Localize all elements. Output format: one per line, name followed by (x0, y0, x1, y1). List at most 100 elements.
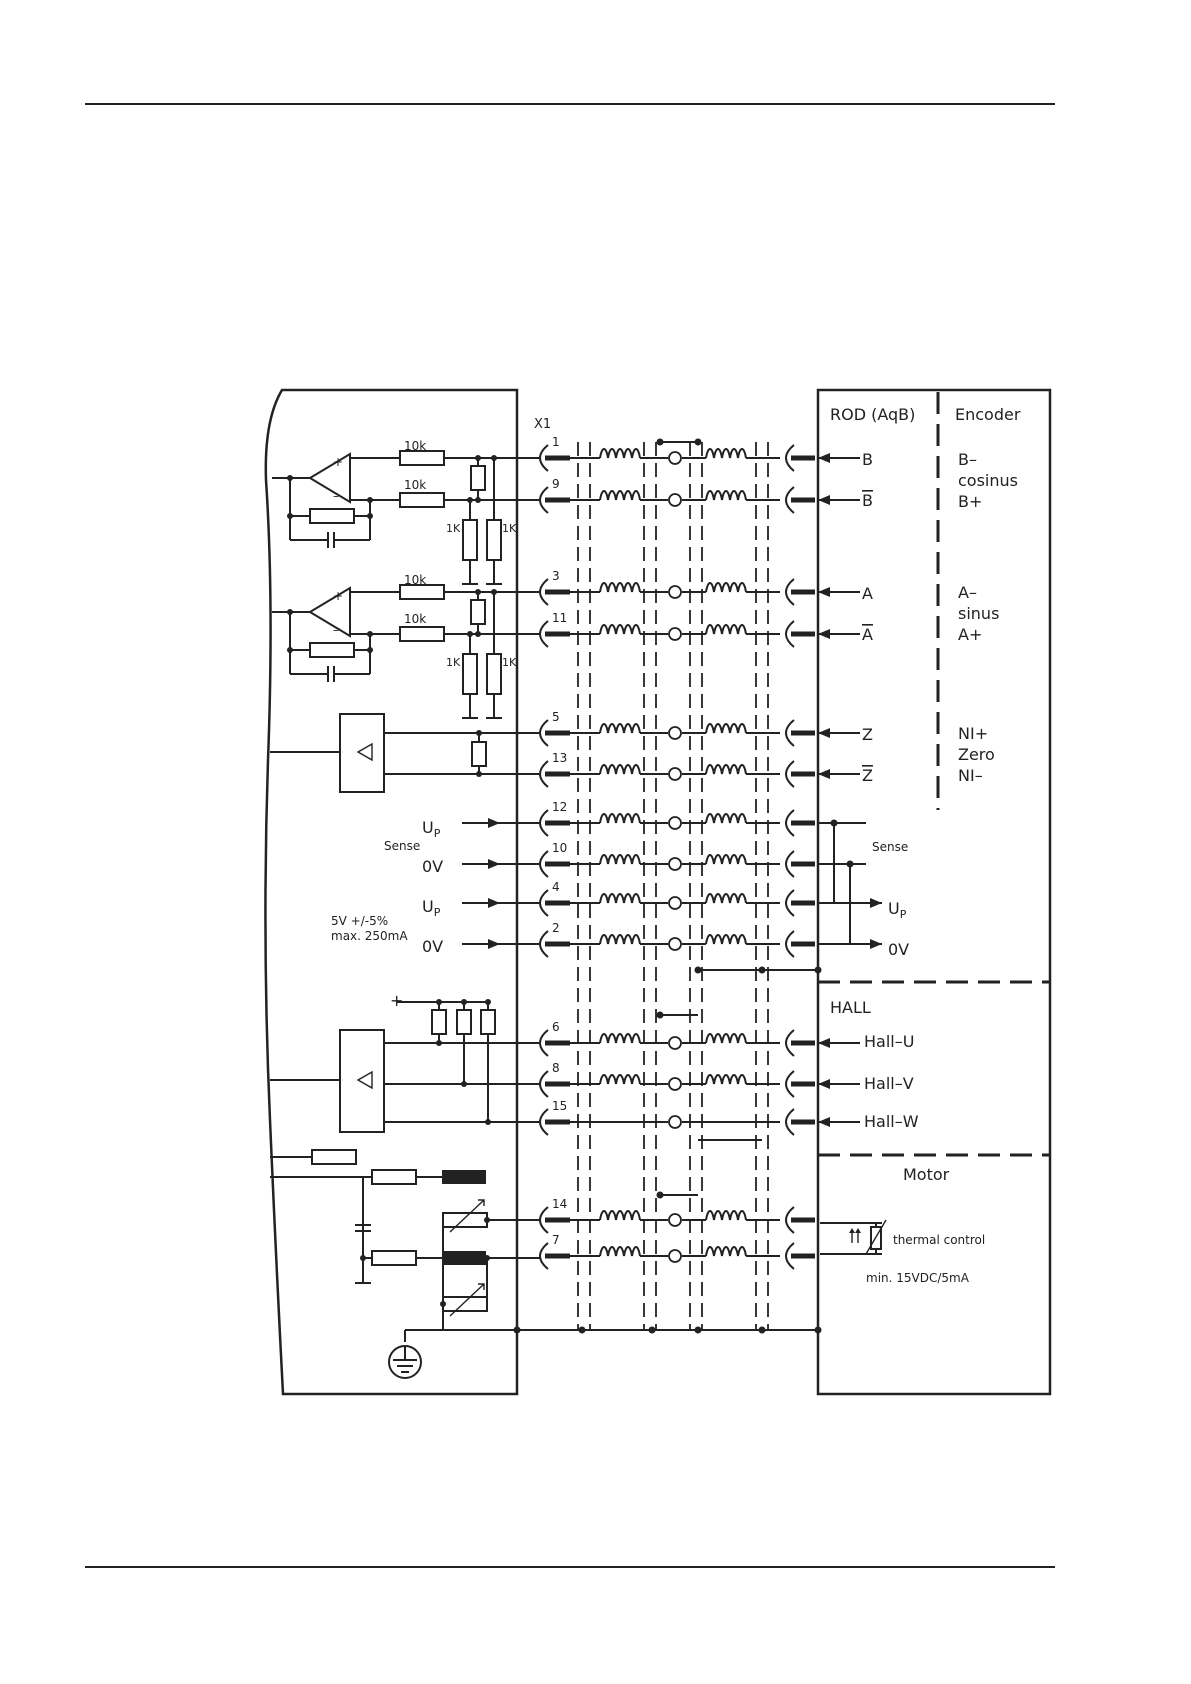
junction (461, 999, 467, 1005)
signal-z: Z (862, 725, 873, 744)
pin-number: 13 (552, 751, 567, 765)
pullup-resistor (457, 1010, 471, 1034)
signal-z-bar: Z (862, 766, 873, 785)
hall-receiver-symbol (358, 1072, 372, 1088)
arrow (488, 859, 500, 869)
right-up-sub: P (900, 908, 907, 921)
hall-label: HALL (830, 998, 871, 1017)
resistor-1k-3: 1K (446, 656, 461, 669)
resistor (471, 600, 485, 624)
twist-right (706, 724, 746, 733)
signal-b: B (862, 450, 873, 469)
resistor (463, 520, 477, 560)
resistor (487, 654, 501, 694)
junction (847, 861, 854, 868)
twist-left (600, 625, 640, 634)
junction (287, 475, 293, 481)
thermistor-icon (820, 1220, 886, 1254)
junction (367, 647, 373, 653)
junction (475, 455, 481, 461)
resistor (463, 654, 477, 694)
up-sense-symbol: U (422, 818, 434, 837)
junction (657, 1012, 664, 1019)
right-up-symbol: U (888, 899, 900, 918)
b-plus-label: B+ (958, 492, 982, 511)
ov-sense-label: 0V (422, 857, 443, 876)
junction (491, 455, 497, 461)
z-receiver-symbol (358, 744, 372, 760)
junction (287, 513, 293, 519)
resistor (310, 509, 354, 523)
terminal-ring (669, 1250, 681, 1262)
pin-number: 10 (552, 841, 567, 855)
rod-label: ROD (AqB) (830, 405, 915, 424)
twist-right (706, 765, 746, 774)
arrow (818, 495, 830, 505)
junction (484, 1217, 490, 1223)
twist-left (600, 1075, 640, 1084)
junction (484, 1255, 490, 1261)
ni-minus-label: NI– (958, 766, 983, 785)
supply-current-label: max. 250mA (331, 929, 408, 943)
supply-plus-label: + (390, 991, 403, 1010)
twist-left (600, 491, 640, 500)
twist-left (600, 855, 640, 864)
twist-left (600, 583, 640, 592)
twist-right (706, 855, 746, 864)
pin-number: 11 (552, 611, 567, 625)
pin-number: 8 (552, 1061, 560, 1075)
zero-label: Zero (958, 745, 995, 764)
junction (476, 771, 482, 777)
junction (287, 647, 293, 653)
pullup-resistor (481, 1010, 495, 1034)
junction (759, 967, 766, 974)
terminal-ring (669, 727, 681, 739)
twist-right (706, 1034, 746, 1043)
resistor-10k-4: 10k (404, 612, 426, 626)
signal-a: A (862, 584, 873, 603)
minus-sign: – (333, 623, 339, 637)
choke (442, 1251, 486, 1265)
pin-number: 15 (552, 1099, 567, 1113)
resistor (400, 627, 444, 641)
twist-right (706, 1211, 746, 1220)
right-ov-label: 0V (888, 940, 909, 959)
twist-right (706, 449, 746, 458)
junction (461, 1081, 467, 1087)
arrow (488, 818, 500, 828)
pin-number: 7 (552, 1233, 560, 1247)
terminal-ring (669, 817, 681, 829)
arrow (818, 453, 830, 463)
up-sense-sub: P (434, 827, 441, 840)
junction (831, 820, 838, 827)
arrow (818, 728, 830, 738)
comparator (310, 454, 350, 502)
pin-number: 3 (552, 569, 560, 583)
junction (815, 1327, 822, 1334)
choke (442, 1170, 486, 1184)
junction (514, 1327, 521, 1334)
var-resistor (443, 1213, 487, 1227)
hall-receiver-box (340, 1030, 384, 1132)
resistor-1k-2: 1K (502, 522, 517, 535)
terminal-ring (669, 1116, 681, 1128)
terminal-ring (669, 897, 681, 909)
plus-sign: + (333, 589, 343, 603)
junction (440, 1301, 446, 1307)
resistor (400, 493, 444, 507)
pin-number: 9 (552, 477, 560, 491)
twist-left (600, 894, 640, 903)
resistor (372, 1251, 416, 1265)
terminal-ring (669, 1078, 681, 1090)
arrow (870, 939, 882, 949)
junction (475, 497, 481, 503)
junction (695, 1327, 702, 1334)
right-up-label: UP (888, 899, 907, 921)
terminal-ring (669, 494, 681, 506)
hall-v-label: Hall–V (864, 1074, 914, 1093)
junction (485, 999, 491, 1005)
resistor-10k-2: 10k (404, 478, 426, 492)
junction (695, 439, 702, 446)
